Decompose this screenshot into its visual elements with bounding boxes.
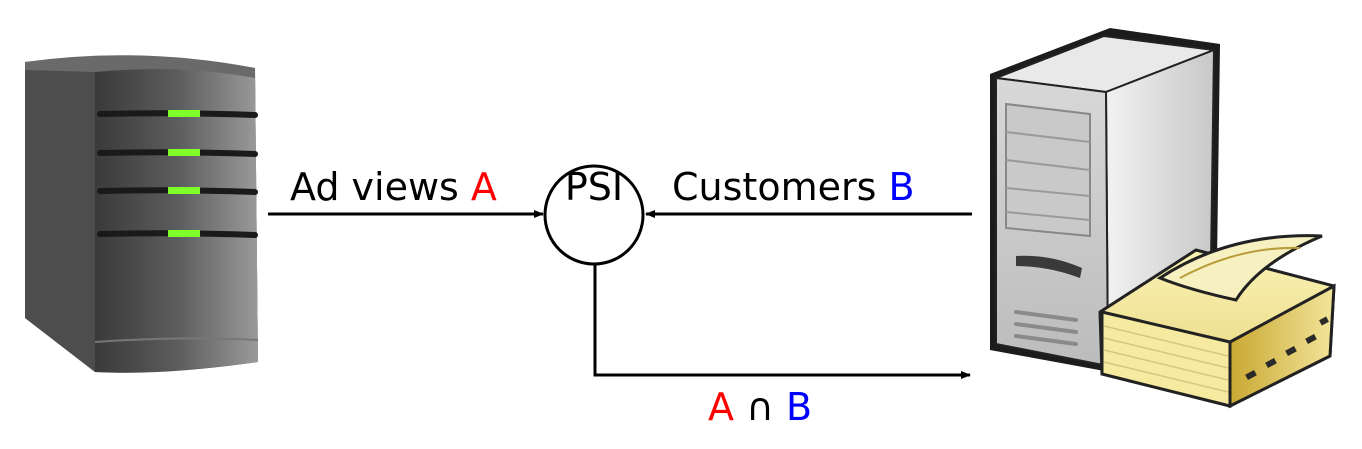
arrow-psi-to-right xyxy=(593,263,971,379)
intersection-set-a: A xyxy=(708,385,734,429)
psi-label: PSI xyxy=(564,165,624,209)
intersection-set-b: B xyxy=(785,385,813,429)
ad-views-text: Ad views xyxy=(290,165,471,209)
status-led xyxy=(168,230,200,237)
arrows xyxy=(268,210,972,379)
status-led xyxy=(168,110,200,117)
intersection-label: A ∩ B xyxy=(708,388,812,426)
set-b-symbol: B xyxy=(888,165,915,209)
rack-server-icon xyxy=(25,55,259,373)
database-book-icon xyxy=(1098,234,1336,409)
customers-text: Customers xyxy=(672,165,889,209)
status-led xyxy=(168,187,200,194)
set-a-symbol: A xyxy=(470,165,497,209)
customers-label: Customers B xyxy=(672,168,915,206)
intersection-operator: ∩ xyxy=(734,385,786,429)
status-led xyxy=(168,149,200,156)
psi-node-circle xyxy=(543,164,645,266)
ad-views-label: Ad views A xyxy=(290,168,497,206)
